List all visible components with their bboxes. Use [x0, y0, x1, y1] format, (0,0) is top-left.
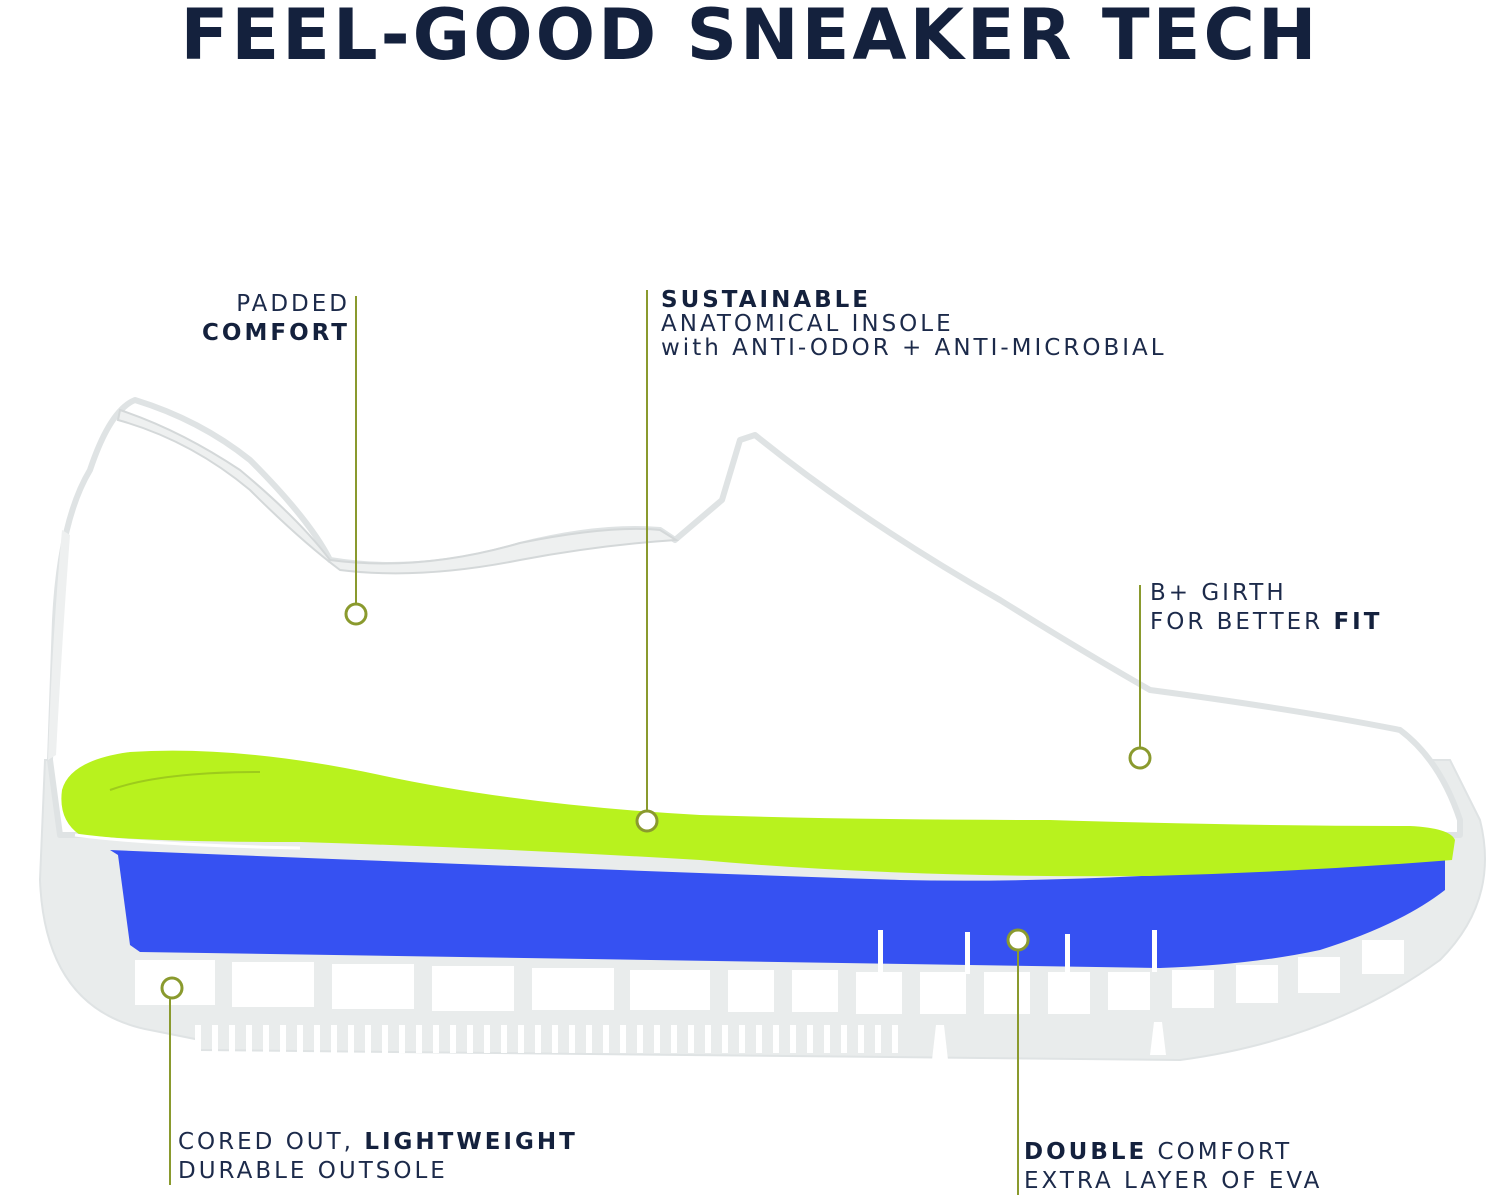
callout-outsole-bold: LIGHTWEIGHT: [364, 1129, 578, 1155]
callout-insole-line3: with ANTI-ODOR + ANTI-MICROBIAL: [661, 335, 1167, 361]
callout-padded-line1: PADDED: [236, 291, 350, 317]
outsole-tread: [195, 1022, 1166, 1060]
callout-girth-bold: FIT: [1333, 609, 1383, 635]
callout-girth-line1: B+ GIRTH: [1150, 580, 1287, 606]
callout-cored-outsole: CORED OUT, LIGHTWEIGHT DURABLE OUTSOLE: [178, 1128, 578, 1186]
midsole-eva: [110, 850, 1445, 968]
callout-padded-bold: COMFORT: [202, 320, 350, 346]
marker-girth-dot: [1128, 746, 1152, 770]
callout-double-comfort: DOUBLE COMFORT EXTRA LAYER OF EVA: [1024, 1138, 1322, 1196]
marker-insole-dot: [635, 809, 659, 833]
midsole-slits: [878, 930, 1157, 974]
callout-insole-line2: ANATOMICAL INSOLE: [661, 311, 954, 337]
page-title: FEEL-GOOD SNEAKER TECH: [180, 0, 1320, 76]
callout-outsole-line2: DURABLE OUTSOLE: [178, 1158, 448, 1184]
callout-sustainable-insole: SUSTAINABLE ANATOMICAL INSOLE with ANTI-…: [661, 288, 1167, 360]
callout-girth-fit: B+ GIRTH FOR BETTER FIT: [1150, 579, 1382, 637]
callout-outsole-line1: CORED OUT,: [178, 1129, 365, 1155]
marker-padded-dot: [344, 602, 368, 626]
heel-tab: [48, 530, 70, 760]
leader-lines: [169, 290, 1141, 1195]
collar-padding: [116, 408, 680, 575]
callout-double-line2: EXTRA LAYER OF EVA: [1024, 1168, 1323, 1194]
outsole-windows: [135, 940, 1404, 1014]
callout-insole-bold: SUSTAINABLE: [661, 287, 872, 313]
callout-padded-comfort: PADDED COMFORT: [150, 290, 350, 348]
callout-double-line1: COMFORT: [1147, 1139, 1293, 1165]
marker-dots: [160, 602, 1152, 1000]
callout-double-bold: DOUBLE: [1024, 1139, 1148, 1165]
marker-double-dot: [1006, 928, 1030, 952]
marker-outsole-dot: [160, 976, 184, 1000]
callout-girth-line2: FOR BETTER: [1150, 609, 1334, 635]
insole-green: [61, 750, 1455, 877]
